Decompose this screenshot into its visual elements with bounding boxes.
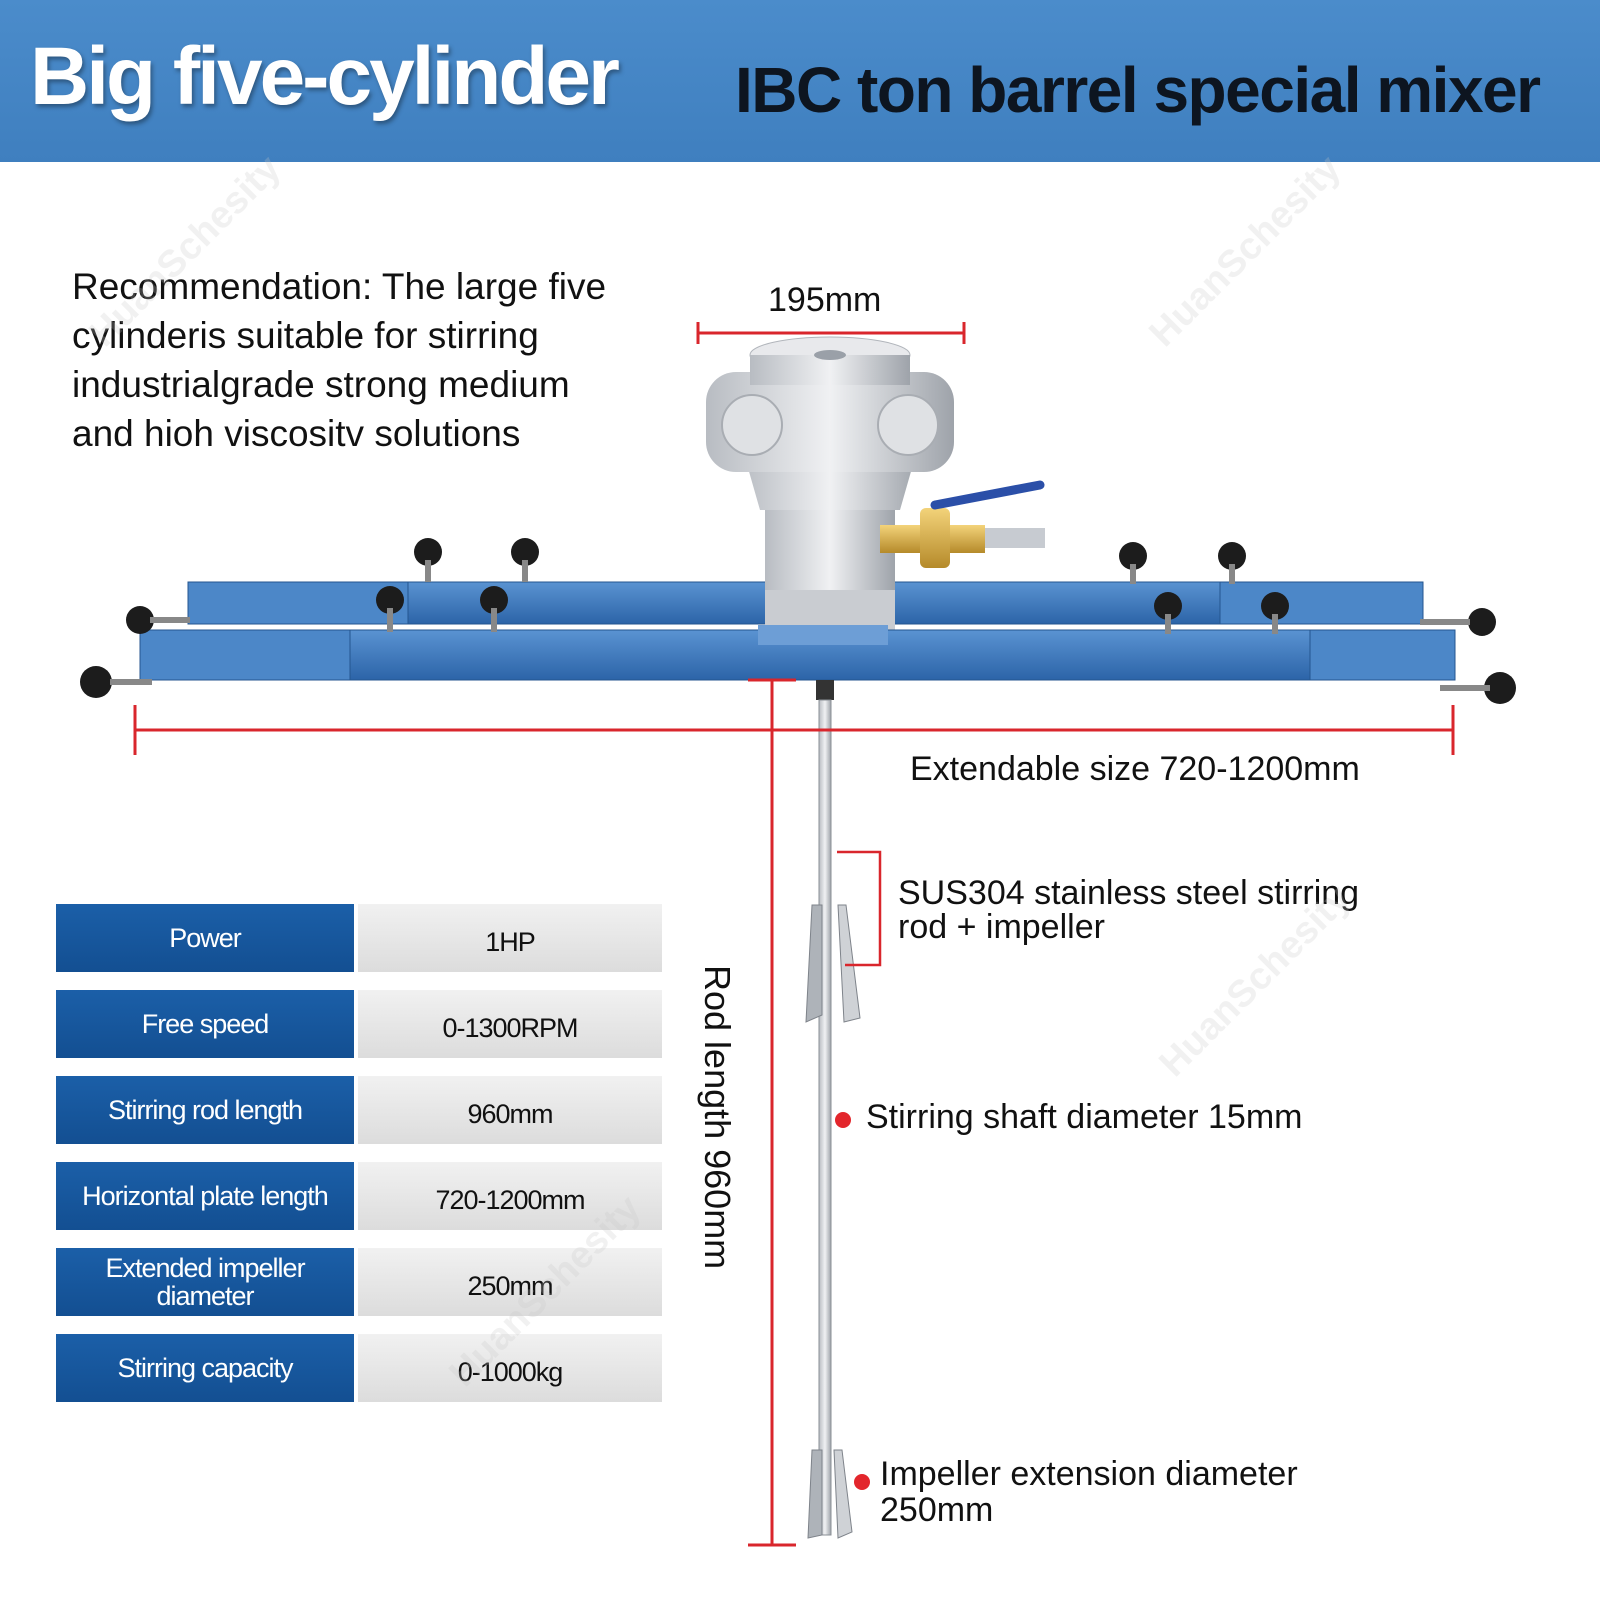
shaft-marker-dot [835, 1112, 851, 1128]
spec-value: 1HP [358, 904, 662, 972]
rod-length-dimension-line [748, 678, 796, 1547]
spec-row: Free speed 0-1300RPM [56, 990, 662, 1058]
spec-name: Extended impeller diameter [56, 1248, 354, 1316]
front-crossbar [139, 625, 1456, 681]
spec-name: Free speed [56, 990, 354, 1058]
shaft-diameter-label: Stirring shaft diameter 15mm [866, 1098, 1303, 1136]
spec-row: Stirring rod length 960mm [56, 1076, 662, 1144]
air-motor [706, 336, 1045, 630]
spec-value: 250mm [358, 1248, 662, 1316]
recommendation-line: and hioh viscositv solutions [72, 413, 521, 454]
spec-table: Power 1HP Free speed 0-1300RPM Stirring … [56, 904, 662, 1420]
spec-value: 0-1000kg [358, 1334, 662, 1402]
extendable-dimension-line [133, 705, 1455, 755]
spec-row: Stirring capacity 0-1000kg [56, 1334, 662, 1402]
title-primary: Big five-cylinder [30, 31, 620, 122]
top-width-label: 195mm [768, 281, 882, 319]
spec-row: Power 1HP [56, 904, 662, 972]
rod-material-bracket [837, 850, 882, 967]
title-secondary: IBC ton barrel special mixer [735, 54, 1541, 126]
recommendation-line: Recommendation: The large five [72, 266, 607, 307]
header-banner: Big five-cylinder IBC ton barrel special… [0, 0, 1600, 162]
impeller-diameter-label-line1: Impeller extension diameter [880, 1455, 1298, 1493]
recommendation-text: Recommendation: The large five cylinderi… [72, 262, 682, 458]
spec-value: 960mm [358, 1076, 662, 1144]
clamp-knobs [80, 538, 1516, 704]
rod-length-label: Rod length 960mm [697, 965, 738, 1270]
spec-row: Extended impeller diameter 250mm [56, 1248, 662, 1316]
rod-material-label-line1: SUS304 stainless steel stirring [898, 874, 1360, 912]
spec-row: Horizontal plate length 720-1200mm [56, 1162, 662, 1230]
width-dimension-line [696, 322, 966, 344]
spec-value: 0-1300RPM [358, 990, 662, 1058]
stirring-shaft [805, 680, 861, 1539]
spec-name: Power [56, 904, 354, 972]
recommendation-line: cylinderis suitable for stirring [72, 315, 539, 356]
recommendation-line: industrialgrade strong medium [72, 364, 570, 405]
spec-value: 720-1200mm [358, 1162, 662, 1230]
impeller-marker-dot [854, 1474, 870, 1490]
spec-name: Horizontal plate length [56, 1162, 354, 1230]
extendable-size-label: Extendable size 720-1200mm [910, 750, 1360, 788]
rod-material-label-line2: rod + impeller [898, 908, 1105, 946]
spec-name: Stirring capacity [56, 1334, 354, 1402]
impeller-diameter-label-line2: 250mm [880, 1491, 994, 1529]
spec-name: Stirring rod length [56, 1076, 354, 1144]
